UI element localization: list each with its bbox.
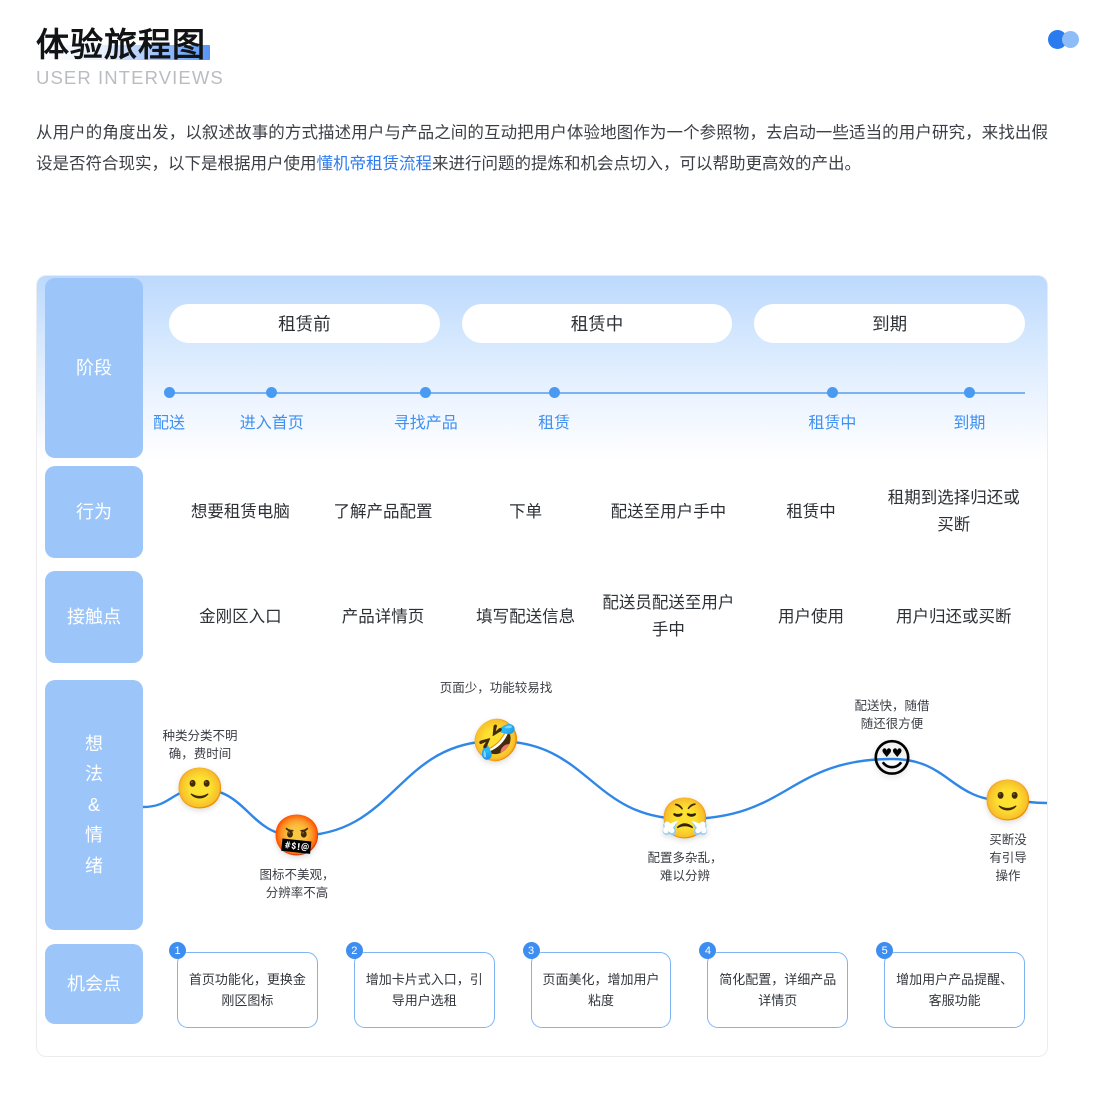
emotion-node-persevering-steam-icon: 😤 [660,799,710,839]
timeline-label: 到期 [953,415,986,432]
journey-map-board: 阶段 租赁前 租赁中 到期 进入首页 寻找产品 租赁 配送 租赁中 到期 行为 … [36,275,1048,1057]
intro-link[interactable]: 懂机帝租赁流程 [316,155,433,173]
behavior-cell: 租赁中 [786,502,836,521]
emoji-glyph: 🤣 [471,719,521,763]
row-label-emotion: 想 法 & 情 绪 [45,680,143,930]
emoji-glyph: 😍 [871,737,913,781]
touchpoint-cell: 金刚区入口 [199,607,282,626]
emotion-node-slight-smile-icon: 🙂 [983,781,1033,821]
timeline-label: 寻找产品 [393,415,458,432]
timeline-point[interactable]: 寻找产品 [394,386,458,433]
behavior-cell: 想要租赁电脑 [190,502,290,521]
opportunity-number-badge: 5 [876,942,894,959]
stage-pill[interactable]: 租赁前 [169,304,440,343]
stage-pill[interactable]: 租赁中 [461,304,733,343]
emoji-glyph: 🤬 [272,813,322,858]
title-highlight-bar [38,44,210,60]
row-label-behavior: 行为 [45,466,143,558]
row-label-opportunity: 机会点 [45,944,143,1024]
page-subtitle: USER INTERVIEWS [36,66,224,88]
emotion-note: 种类分类不明 确，费时间 [162,729,238,761]
page-title: 体验旅程图 [36,26,206,63]
intro-text-before: 从用户的角度出发，以叙述故事的方式描述用户与产品之间的互动把用户体验地图作为一个… [36,124,1048,173]
intro-paragraph: 从用户的角度出发，以叙述故事的方式描述用户与产品之间的互动把用户体验地图作为一个… [36,118,1048,180]
emotion-curve-line [143,739,1047,838]
timeline-point[interactable]: 到期 [953,386,985,433]
timeline-dot-icon [420,387,432,398]
behavior-cell: 了解产品配置 [333,502,433,521]
emotion-note: 图标不美观， 分辨率不高 [259,867,335,900]
emotion-node-rolling-on-floor-laughing-icon: 🤣 [471,721,521,761]
timeline-label: 进入首页 [239,415,304,432]
opportunity-number-badge: 2 [345,942,363,959]
timeline-dot-icon [963,387,975,398]
timeline-label: 租赁中 [808,415,857,432]
timeline-point[interactable]: 租赁 [538,386,570,433]
page-title-wrap: 体验旅程图 [36,26,210,64]
emoji-glyph: 😤 [660,797,710,841]
timeline-dot-icon [266,387,278,398]
opportunity-card-text: 增加用户产品提醒、客服功能 [884,952,1025,1028]
dot-secondary-icon [1062,31,1079,48]
decorative-dots [1048,30,1090,50]
emoji-glyph: 🙂 [983,779,1033,823]
emotion-node-angry-censored-icon: 🤬 [272,816,322,856]
emotion-node-smiling-face-with-hearts-icon: 😍 [871,739,913,779]
emoji-glyph: 🙂 [175,767,225,811]
emotion-note: 配送快，随借 随还很方便 [854,699,930,731]
behavior-cell: 租期到选择归还或买断 [887,489,1020,534]
emotion-note: 配置多杂乱， 难以分辨 [647,851,723,883]
stage-section: 阶段 租赁前 租赁中 到期 进入首页 寻找产品 租赁 配送 租赁中 到期 [37,276,1047,461]
opportunity-card-text: 增加卡片式入口，引导用户选租 [353,952,495,1028]
timeline-dot-icon [826,387,838,398]
emotion-curve-section: 🙂 🤬 🤣 😤 😍 🙂 种类分类不明 确，费时间图标不美观， 分辨率不高 页面少，功能较易找… [143,680,1047,930]
opportunity-card-text: 简化配置，详细产品详情页 [707,952,849,1028]
touchpoint-row: 金刚区入口 产品详情页 填写配送信息 配送员配送至用户手中 用户使用 用户归还或… [169,571,1025,663]
stage-pill[interactable]: 到期 [754,304,1026,343]
timeline-label: 租赁 [538,415,571,432]
opportunity-number-badge: 1 [169,942,186,959]
row-label-stage: 阶段 [45,278,143,458]
touchpoint-cell: 用户使用 [778,607,845,626]
timeline-point[interactable]: 进入首页 [240,386,304,433]
timeline-dot-icon [548,387,560,398]
timeline-axis-line [169,392,1025,394]
stage-timeline: 进入首页 寻找产品 租赁 配送 租赁中 到期 [153,386,1025,444]
timeline-point[interactable]: 配送 [153,386,185,433]
behavior-cell: 配送至用户手中 [610,502,727,521]
touchpoint-cell: 产品详情页 [341,607,425,626]
page-header: 体验旅程图 USER INTERVIEWS [36,26,224,89]
emotion-curve-svg [143,739,1047,838]
stage-pill-group: 租赁前 租赁中 到期 [169,304,1026,343]
opportunity-card-text: 首页功能化，更换金刚区图标 [177,952,318,1028]
touchpoint-cell: 配送员配送至用户手中 [602,594,735,639]
behavior-cell: 下单 [509,502,543,521]
timeline-point[interactable]: 租赁中 [808,386,856,433]
emotion-note: 买断没有引导 操作 [989,833,1027,883]
timeline-dot-icon [163,387,175,398]
opportunity-card-text: 页面美化，增加用户粘度 [530,952,672,1028]
touchpoint-cell: 填写配送信息 [476,607,576,626]
emotion-node-slight-smile-icon: 🙂 [175,769,225,809]
opportunity-number-badge: 4 [699,942,717,959]
timeline-label: 配送 [152,415,186,432]
emotion-note: 页面少，功能较易找 [439,681,553,695]
opportunity-number-badge: 3 [522,942,540,959]
intro-text-after: 来进行问题的提炼和机会点切入，可以帮助更高效的产出。 [432,155,861,173]
touchpoint-cell: 用户归还或买断 [895,607,1012,626]
row-label-touchpoint: 接触点 [45,571,143,663]
behavior-row: 想要租赁电脑 了解产品配置 下单 配送至用户手中 租赁中 租期到选择归还或买断 [169,466,1025,558]
